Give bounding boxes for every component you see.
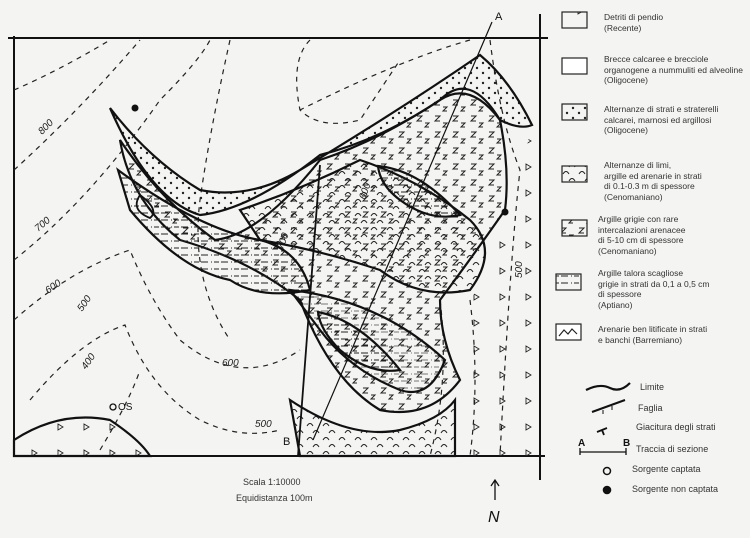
north-arrow-icon	[490, 478, 500, 500]
north-label: N	[488, 509, 500, 526]
legend-swatch-triangles	[561, 11, 588, 29]
contour-label: 500	[255, 419, 272, 430]
unit-dots	[108, 53, 534, 217]
strike-dip-icon	[596, 427, 608, 436]
contour-label: 500	[75, 293, 94, 313]
legend-symbol-sorgente-non-captata: Sorgente non captata	[632, 484, 719, 494]
section-end-a: A	[495, 11, 503, 23]
section-trace: A B	[283, 11, 503, 448]
legend-swatch-dashdot	[555, 273, 582, 291]
legend-symbol-giacitura: Giacitura degli strati	[636, 422, 716, 432]
legend-unit-argille-scagliose: Argille talora scagliose grigie in strat…	[598, 268, 710, 310]
contour-label: 500	[514, 261, 525, 278]
fault-line	[297, 164, 321, 457]
unit-triangles	[454, 125, 540, 456]
unit-dashdot-central	[287, 288, 447, 394]
boundary-line-icon	[585, 382, 631, 391]
contour-label: 400	[79, 351, 98, 371]
section-end-b: B	[283, 436, 290, 448]
unit-c-lower	[288, 396, 457, 458]
legend-swatch-c	[561, 165, 588, 183]
geological-units	[12, 53, 540, 458]
legend-swatch-arcs	[555, 323, 582, 341]
legend-unit-arenarie: Arenarie ben litificate in strati e banc…	[598, 324, 708, 345]
legend-unit-detriti: Detriti di pendio (Recente)	[604, 12, 664, 33]
legend-swatches	[555, 11, 588, 341]
legend-unit-argille-grigie: Argille grigie con rare intercalazioni a…	[598, 214, 686, 256]
filled-circle-icon	[602, 485, 612, 495]
filled-circle-icon	[501, 208, 509, 216]
unit-triangles-sw	[12, 416, 152, 458]
spring-label: OS	[118, 402, 133, 413]
contour-label: 700	[33, 215, 53, 234]
section-trace-icon	[579, 448, 627, 455]
contour-label: 800	[36, 117, 56, 137]
legend-symbol-limite: Limite	[640, 382, 665, 392]
section-legend-a: A	[578, 438, 585, 449]
open-circle-icon	[602, 466, 612, 476]
equidistance-label: Equidistanza 100m	[236, 493, 313, 503]
legend-symbol-faglia: Faglia	[638, 403, 663, 413]
open-circle-icon	[109, 403, 117, 411]
legend-symbol-traccia: Traccia di sezione	[636, 444, 709, 454]
legend-swatch-dots	[561, 103, 588, 121]
scale-label: Scala 1:10000	[243, 477, 301, 487]
filled-circle-icon	[131, 104, 139, 112]
contour-label: 600	[222, 358, 239, 369]
legend-unit-alternanze-strati: Alternanze di strati e straterelli calca…	[604, 104, 719, 135]
legend-unit-alternanze-limi: Alternanze di limi, argille ed arenarie …	[604, 160, 702, 202]
fault-line-icon	[591, 399, 626, 413]
legend-unit-brecce: Brecce calcaree e brecciole organogene a…	[604, 54, 743, 85]
legend-swatch-blank	[561, 57, 588, 75]
legend-symbol-sorgente-captata: Sorgente captata	[632, 464, 701, 474]
section-legend-b: B	[623, 438, 630, 449]
legend-swatch-z	[561, 219, 588, 237]
